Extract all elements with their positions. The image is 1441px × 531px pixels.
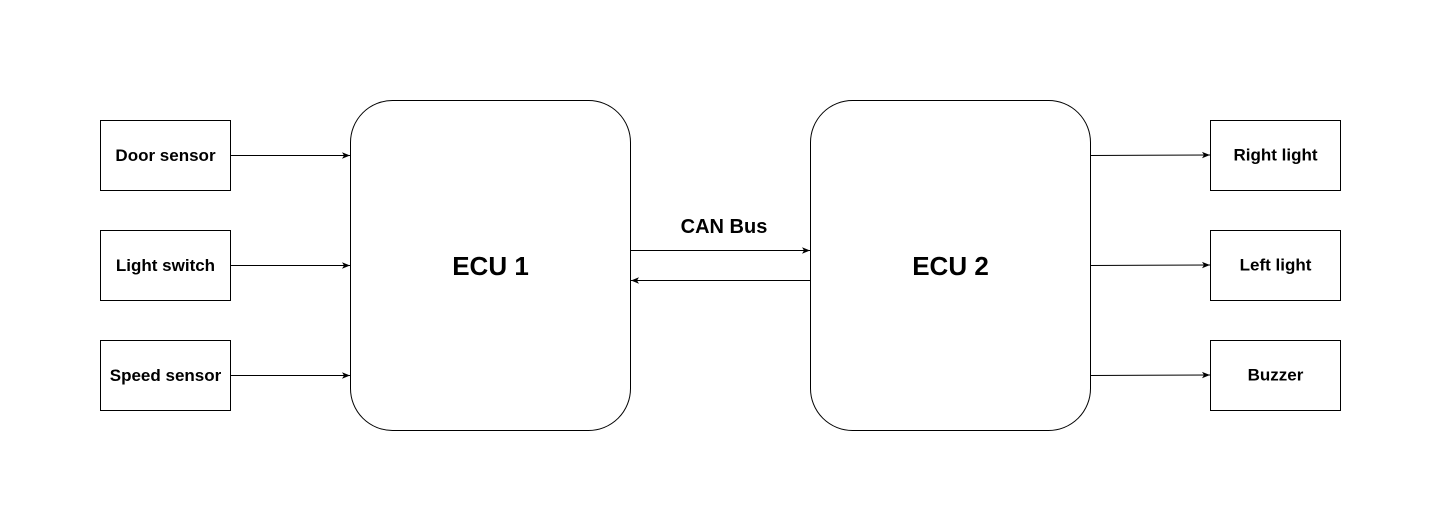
door-sensor-box bbox=[100, 120, 231, 191]
ecu1-box bbox=[350, 100, 631, 431]
right-light-label: Right light bbox=[1233, 146, 1317, 165]
door-sensor-label: Door sensor bbox=[115, 146, 216, 165]
ecu1-node: ECU 1 bbox=[350, 100, 631, 431]
buzzer-node: Buzzer bbox=[1210, 340, 1341, 411]
ecu2-node: ECU 2 bbox=[810, 100, 1091, 431]
light-switch-box bbox=[100, 230, 231, 301]
speed-sensor-box bbox=[100, 340, 231, 411]
buzzer-box bbox=[1210, 340, 1341, 411]
light-switch-node: Light switch bbox=[100, 230, 231, 301]
door-sensor-node: Door sensor bbox=[100, 120, 231, 191]
ecu1-label: ECU 1 bbox=[452, 251, 529, 281]
ecu2-to-buzzer-arrow bbox=[1090, 371, 1211, 379]
left-light-label: Left light bbox=[1240, 256, 1312, 275]
light-switch-label: Light switch bbox=[116, 256, 215, 275]
right-light-box bbox=[1210, 120, 1341, 191]
speed-sensor-label: Speed sensor bbox=[110, 366, 222, 385]
ecu2-label: ECU 2 bbox=[912, 251, 989, 281]
ecu2-to-right-light-arrow bbox=[1090, 151, 1211, 159]
speed-sensor-node: Speed sensor bbox=[100, 340, 231, 411]
right-light-node: Right light bbox=[1210, 120, 1341, 191]
can-bus-label: CAN Bus bbox=[681, 216, 768, 238]
buzzer-label: Buzzer bbox=[1248, 366, 1304, 385]
ecu2-to-left-light-arrow bbox=[1090, 261, 1211, 269]
left-light-box bbox=[1210, 230, 1341, 301]
left-light-node: Left light bbox=[1210, 230, 1341, 301]
